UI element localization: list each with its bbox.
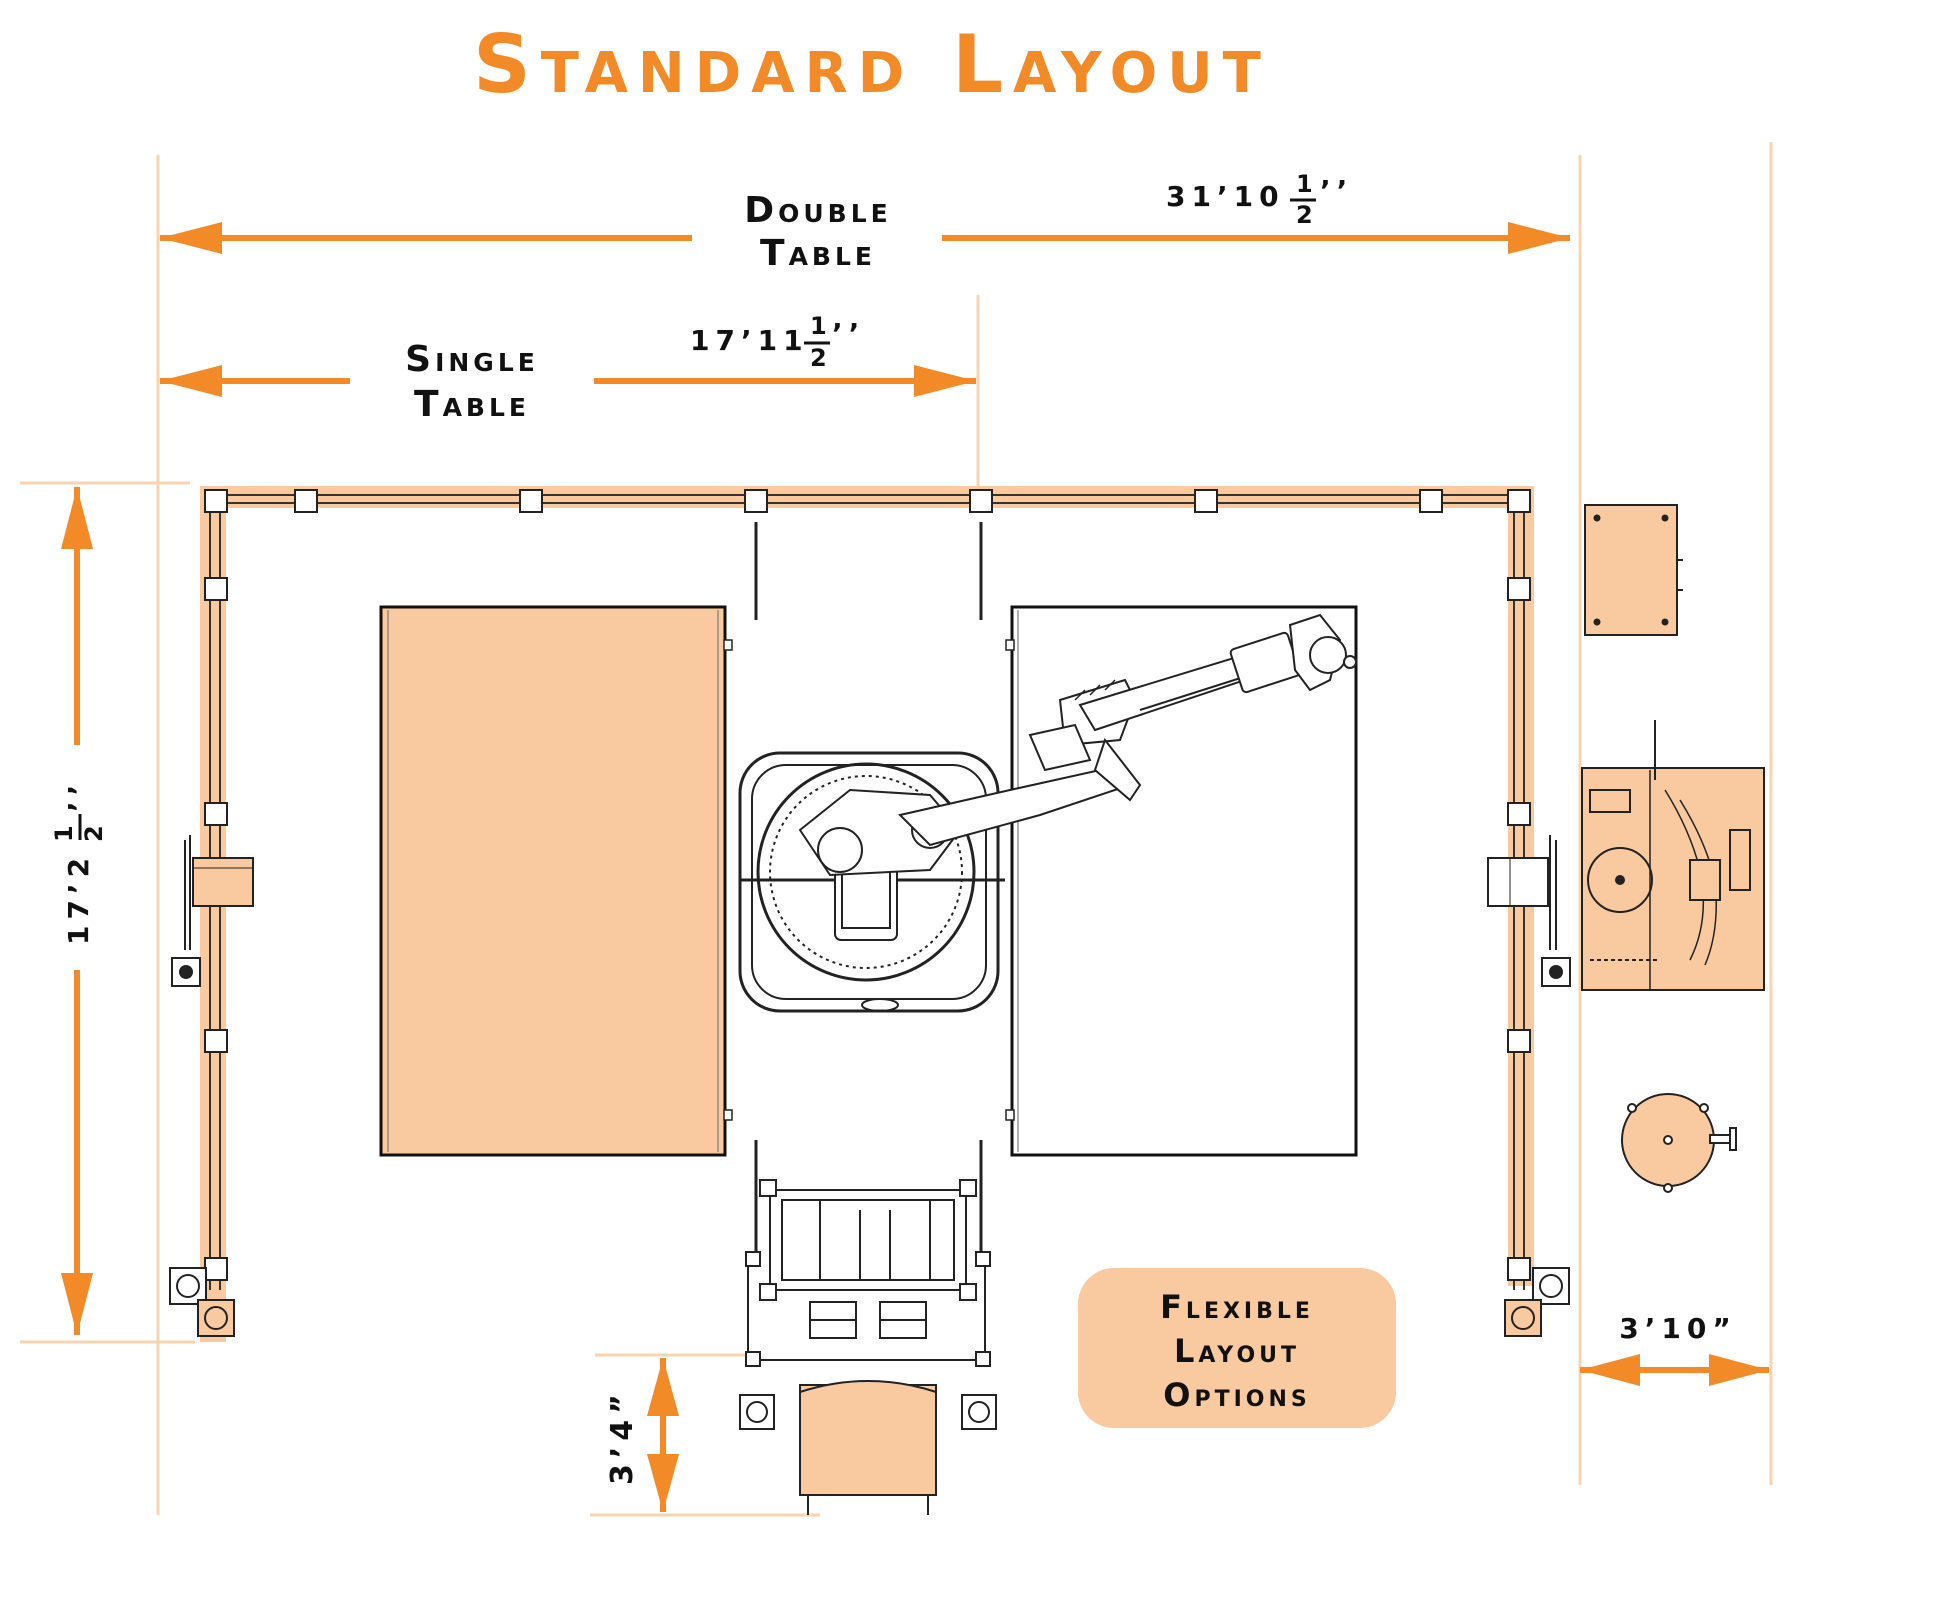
height-arrowhead-bottom: [61, 1273, 93, 1335]
bottom-depth-arrowhead-bottom: [647, 1454, 679, 1512]
double-table-dimension: Double Table 31’10 1 2 ’’: [160, 170, 1570, 274]
height-measure-suffix: ’’: [62, 779, 95, 812]
bottom-depth-dimension: 3’4”: [605, 1358, 679, 1512]
double-table-measure-suffix: ’’: [1320, 174, 1353, 207]
single-table-arrowhead-right: [914, 365, 976, 397]
single-table-measure-den: 2: [810, 344, 833, 372]
right-width-arrowhead-left: [1580, 1354, 1640, 1386]
right-width-arrowhead-right: [1709, 1354, 1769, 1386]
height-dimension: 17’2 1 2 ’’: [50, 487, 108, 1335]
corner-beacons: [169, 1267, 1570, 1337]
extension-lines: [20, 142, 1773, 1517]
wire-spool-icon: [1621, 1093, 1737, 1193]
controller-cabinet-icon: [1584, 504, 1683, 636]
double-table-measure-den: 2: [1296, 201, 1319, 229]
double-table-arrowhead-left: [160, 222, 222, 254]
height-arrowhead-top: [61, 487, 93, 549]
bottom-depth-measure: 3’4”: [605, 1388, 640, 1485]
left-table: [379, 605, 733, 1157]
single-table-measure-num: 1: [810, 312, 833, 340]
height-measure: 17’2: [62, 852, 95, 945]
badge-line2: Layout: [1174, 1332, 1300, 1370]
right-width-dimension: 3’10”: [1580, 1312, 1769, 1386]
robot-arm-icon: [738, 613, 1357, 1013]
left-light-curtain: [171, 835, 254, 987]
operator-station: [739, 1380, 997, 1515]
double-table-arrowhead-right: [1508, 222, 1570, 254]
single-table-dimension: Single Table 17’11 1 2 ’’: [160, 312, 976, 425]
badge-line1: Flexible: [1160, 1288, 1314, 1326]
fence-posts: [204, 489, 1531, 1281]
single-table-label-line1: Single: [405, 339, 539, 380]
welder-unit-icon: [1581, 720, 1765, 991]
double-table-label-line1: Double: [744, 190, 892, 231]
double-table-label-line2: Table: [760, 233, 876, 274]
badge-line3: Options: [1163, 1376, 1310, 1414]
positioner-fixture: [745, 1179, 991, 1367]
right-width-measure: 3’10”: [1619, 1312, 1737, 1345]
right-light-curtain: [1487, 835, 1571, 987]
single-table-label-line2: Table: [414, 384, 530, 425]
single-table-measure-suffix: ’’: [832, 317, 865, 350]
double-table-measure: 31’10: [1166, 180, 1285, 213]
single-table-arrowhead-left: [160, 365, 222, 397]
bottom-depth-arrowhead-top: [647, 1358, 679, 1416]
flexible-layout-badge: Flexible Layout Options: [1078, 1268, 1396, 1428]
page-title: Standard Layout: [473, 18, 1271, 111]
double-table-measure-num: 1: [1296, 170, 1319, 198]
single-table-measure: 17’11: [690, 324, 809, 357]
height-measure-den: 2: [80, 819, 108, 842]
height-measure-num: 1: [50, 819, 78, 842]
